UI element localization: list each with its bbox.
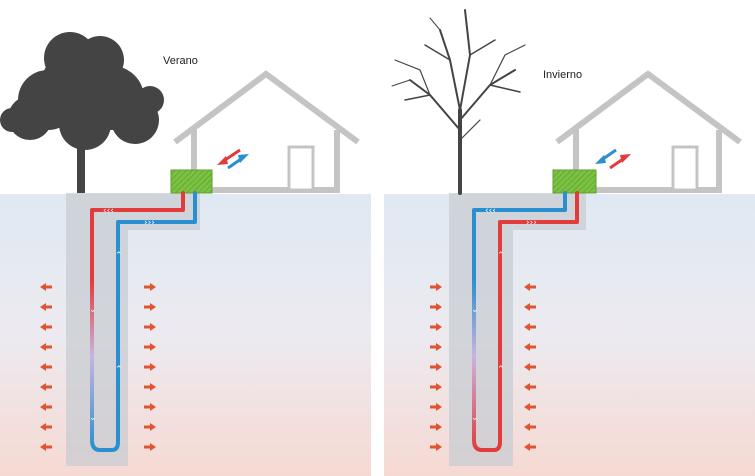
- svg-text:⌃: ⌃: [115, 251, 123, 261]
- ground-loop-summer: [90, 191, 197, 452]
- season-label-winter: Invierno: [543, 69, 582, 81]
- ground-loop-winter: [472, 191, 579, 452]
- heat-exchanger-winter: [552, 169, 597, 194]
- borehole-summer: [66, 193, 200, 466]
- panel-winter: ‹‹‹ ››› ⌄ ⌄ ⌃ ⌃ Invierno: [384, 9, 755, 476]
- tree-summer-icon: [0, 32, 164, 193]
- svg-text:‹‹‹: ‹‹‹: [485, 206, 496, 216]
- heat-exchanger-summer: [170, 169, 213, 194]
- svg-text:›››: ›››: [526, 218, 537, 228]
- svg-text:⌃: ⌃: [497, 251, 505, 261]
- svg-text:⌄: ⌄: [471, 413, 479, 423]
- svg-text:⌄: ⌄: [89, 413, 97, 423]
- soil-winter: [384, 193, 755, 476]
- svg-text:⌃: ⌃: [497, 365, 505, 375]
- svg-text:⌃: ⌃: [115, 365, 123, 375]
- panel-summer: ‹‹‹ ››› ⌄ ⌄ ⌃ ⌃ Verano: [0, 32, 371, 476]
- svg-text:⌄: ⌄: [471, 305, 479, 315]
- panel-divider: [371, 0, 384, 476]
- exchange-arrows-summer-icon: [217, 148, 249, 170]
- flow-chevrons-winter: ‹‹‹ ››› ⌄ ⌄ ⌃ ⌃: [471, 206, 537, 423]
- borehole-winter: [449, 193, 586, 466]
- flow-chevrons-summer: ‹‹‹ ››› ⌄ ⌄ ⌃ ⌃: [89, 206, 155, 423]
- house-summer-icon: [173, 70, 360, 193]
- soil-summer: [0, 193, 371, 476]
- svg-text:›››: ›››: [144, 218, 155, 228]
- svg-text:⌄: ⌄: [89, 305, 97, 315]
- house-winter-icon: [555, 70, 742, 193]
- svg-text:‹‹‹: ‹‹‹: [103, 206, 114, 216]
- tree-winter-icon: [391, 9, 526, 195]
- season-label-summer: Verano: [163, 55, 198, 67]
- exchange-arrows-winter-icon: [595, 148, 631, 170]
